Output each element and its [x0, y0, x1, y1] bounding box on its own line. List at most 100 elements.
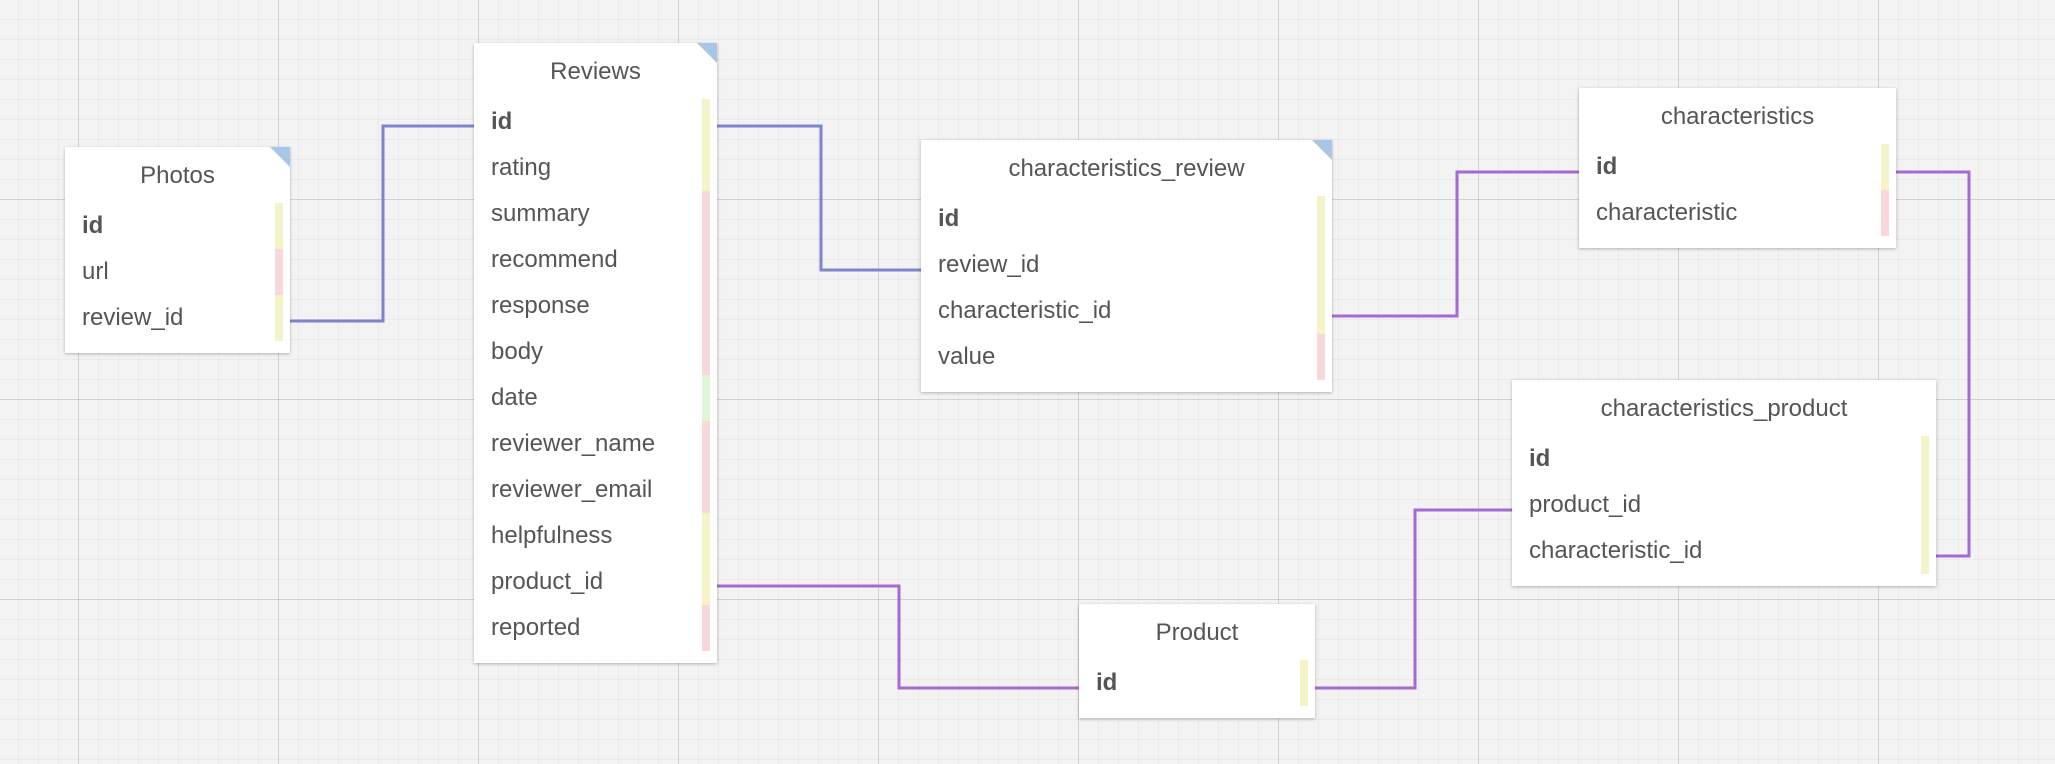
field-type-stripe [1317, 334, 1325, 380]
field-rating[interactable]: rating [474, 145, 717, 191]
field-label: id [1096, 669, 1118, 696]
field-label: id [491, 108, 513, 135]
table-reviews[interactable]: Reviews id rating summary recommend response b… [474, 43, 717, 663]
field-label: reviewer_name [491, 430, 656, 457]
field-type-stripe [275, 249, 283, 295]
field-type-stripe [1317, 242, 1325, 288]
field-label: url [82, 258, 109, 285]
field-id[interactable]: id [474, 99, 717, 145]
field-characteristic[interactable]: characteristic [1579, 190, 1896, 236]
field-type-stripe [1317, 288, 1325, 334]
field-body[interactable]: body [474, 329, 717, 375]
field-label: review_id [938, 251, 1040, 278]
field-label: reviewer_email [491, 476, 653, 503]
table-title: Product [1155, 619, 1239, 646]
field-list: id product_id characteristic_id [1512, 436, 1936, 574]
field-type-stripe [1921, 482, 1929, 528]
field-list: id url review_id [65, 203, 290, 341]
field-type-stripe [1921, 436, 1929, 482]
table-title: characteristics_product [1600, 395, 1848, 422]
table-title: characteristics [1660, 103, 1815, 130]
field-type-stripe [702, 329, 710, 375]
relation-product-id-to-characteristics-product-product-id[interactable] [1315, 508, 1512, 690]
field-type-stripe [1881, 144, 1889, 190]
field-type-stripe [702, 191, 710, 237]
field-product-id[interactable]: product_id [1512, 482, 1936, 528]
field-label: reported [491, 614, 581, 641]
field-type-stripe [702, 559, 710, 605]
field-label: id [1529, 445, 1551, 472]
relation-photos-review-id-to-reviews-id[interactable] [290, 124, 474, 323]
table-title: characteristics_review [1008, 155, 1245, 182]
field-label: id [1596, 153, 1618, 180]
field-review-id[interactable]: review_id [921, 242, 1332, 288]
field-reported[interactable]: reported [474, 605, 717, 651]
field-response[interactable]: response [474, 283, 717, 329]
field-url[interactable]: url [65, 249, 290, 295]
field-type-stripe [702, 99, 710, 145]
field-type-stripe [275, 203, 283, 249]
field-label: body [491, 338, 544, 365]
field-label: id [82, 212, 104, 239]
relation-characteristics-id-to-characteristics-product-characteristic-id[interactable] [1896, 170, 1971, 558]
field-type-stripe [702, 513, 710, 559]
field-type-stripe [1300, 660, 1308, 706]
field-list: id [1079, 660, 1315, 706]
field-type-stripe [702, 283, 710, 329]
field-label: response [491, 292, 590, 319]
field-type-stripe [1317, 196, 1325, 242]
field-characteristic-id[interactable]: characteristic_id [921, 288, 1332, 334]
field-product-id[interactable]: product_id [474, 559, 717, 605]
field-type-stripe [702, 237, 710, 283]
field-type-stripe [702, 145, 710, 191]
field-id[interactable]: id [1079, 660, 1315, 706]
field-label: value [938, 343, 996, 370]
field-label: rating [491, 154, 552, 181]
field-id[interactable]: id [1579, 144, 1896, 190]
field-label: id [938, 205, 960, 232]
field-label: summary [491, 200, 590, 227]
field-id[interactable]: id [65, 203, 290, 249]
field-label: characteristic_id [938, 297, 1112, 324]
field-id[interactable]: id [921, 196, 1332, 242]
table-title: Photos [140, 162, 215, 189]
field-id[interactable]: id [1512, 436, 1936, 482]
field-type-stripe [702, 605, 710, 651]
table-characteristics[interactable]: characteristics id characteristic [1579, 88, 1896, 248]
table-corner-marker [1312, 140, 1332, 160]
field-label: date [491, 384, 538, 411]
table-corner-marker [270, 147, 290, 167]
table-title: Reviews [550, 58, 641, 85]
field-review-id[interactable]: review_id [65, 295, 290, 341]
relation-reviews-product-id-to-product-id[interactable] [717, 584, 1079, 690]
relation-characteristics-review-characteristic-id-to-characteristics-id[interactable] [1332, 170, 1579, 318]
field-label: review_id [82, 304, 184, 331]
field-characteristic-id[interactable]: characteristic_id [1512, 528, 1936, 574]
table-corner-marker [697, 43, 717, 63]
field-type-stripe [1881, 190, 1889, 236]
field-type-stripe [275, 295, 283, 341]
field-type-stripe [702, 467, 710, 513]
field-type-stripe [1921, 528, 1929, 574]
table-product[interactable]: Product id [1079, 604, 1315, 718]
field-list: id characteristic [1579, 144, 1896, 236]
field-date[interactable]: date [474, 375, 717, 421]
field-list: id rating summary recommend response body date… [474, 99, 717, 651]
field-label: recommend [491, 246, 618, 273]
field-label: characteristic [1596, 199, 1738, 226]
field-value[interactable]: value [921, 334, 1332, 380]
field-helpfulness[interactable]: helpfulness [474, 513, 717, 559]
field-reviewer-email[interactable]: reviewer_email [474, 467, 717, 513]
table-photos[interactable]: Photos id url review_id [65, 147, 290, 353]
field-label: characteristic_id [1529, 537, 1703, 564]
relation-reviews-id-to-characteristics-review-review-id[interactable] [717, 124, 921, 272]
field-label: product_id [1529, 491, 1642, 518]
field-summary[interactable]: summary [474, 191, 717, 237]
field-reviewer-name[interactable]: reviewer_name [474, 421, 717, 467]
field-recommend[interactable]: recommend [474, 237, 717, 283]
